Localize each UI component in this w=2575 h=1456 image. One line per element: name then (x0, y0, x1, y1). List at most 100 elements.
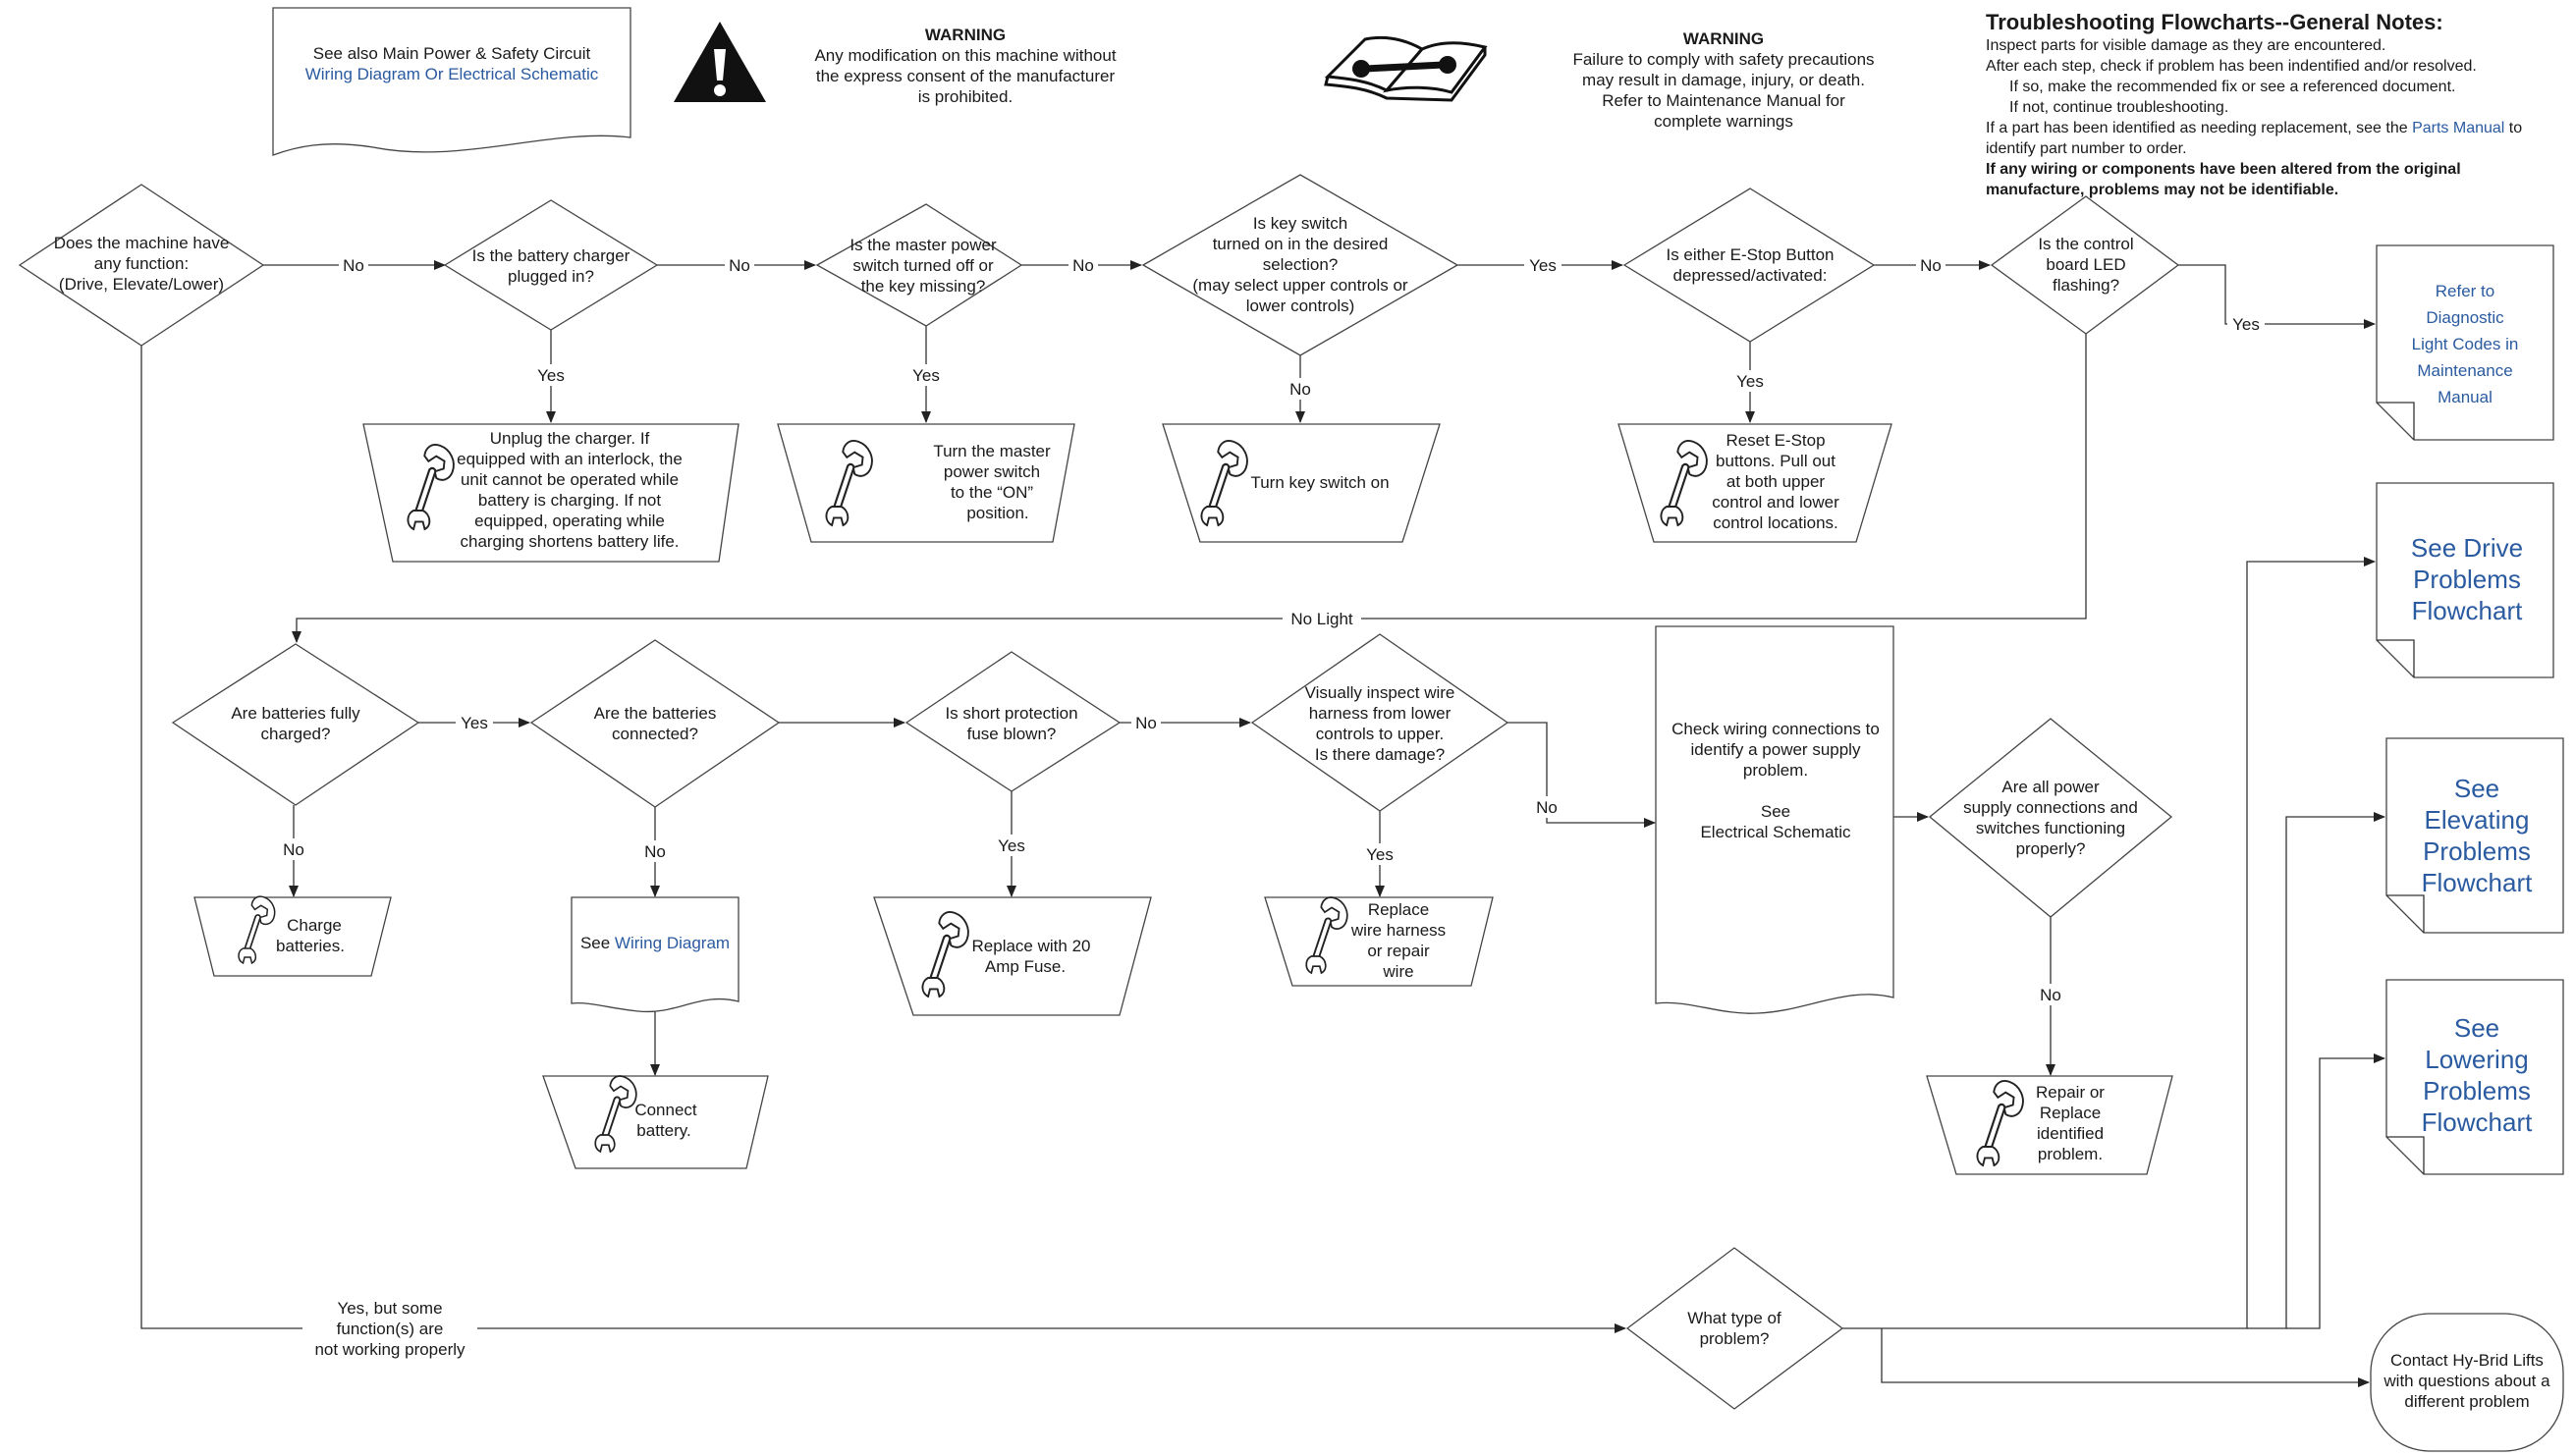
action-a4: Reset E-Stop buttons. Pull out at both u… (1617, 423, 1892, 543)
main-power-note-line1: See also Main Power & Safety Circuit (313, 44, 591, 63)
edge-label-yes-4: Yes (1529, 256, 1557, 275)
drive-problems-reference[interactable]: See Drive Problems Flowchart (2376, 482, 2554, 678)
action-a1: Unplug the charger. If equipped with an … (362, 423, 740, 563)
shape-text-line: Flowchart (2412, 596, 2523, 625)
decision-d6: Is the control board LED flashing? (1990, 195, 2180, 335)
action-a8: Replace wire harness or repair wire (1264, 894, 1494, 987)
lowering-problems-reference[interactable]: See Lowering Problems Flowchart (2385, 979, 2564, 1175)
shape-text-line: battery is charging. If not (478, 491, 661, 510)
shape-text-line: position. (966, 504, 1028, 522)
edge-label-yes-d10: Yes (1366, 845, 1394, 864)
edge-label-yes-d7: Yes (461, 714, 488, 732)
edge-label-no-d8: No (644, 842, 666, 861)
wiring-see-text: See (580, 934, 615, 952)
warning2-line4: complete warnings (1654, 112, 1793, 131)
shape-text-line: switches functioning (1976, 819, 2125, 837)
shape-text-line: unit cannot be operated while (461, 470, 679, 489)
shape-text-line: Problems (2413, 565, 2521, 594)
shape-text-line: wire (1382, 962, 1413, 981)
decision-d10: Visually inspect wire harness from lower… (1250, 633, 1509, 812)
shape-text-line: plugged in? (508, 267, 594, 286)
edge-label-yes-d2: Yes (537, 366, 565, 385)
shape-text-line: Is there damage? (1315, 745, 1445, 764)
note-line3: If so, make the recommended fix or see a… (2009, 79, 2456, 95)
shape-text-line: Lowering (2425, 1045, 2529, 1074)
shape-text-line: See (2454, 774, 2499, 803)
wiring-diagram-link[interactable]: Wiring Diagram (615, 934, 730, 952)
shape-text-line: Is key switch (1253, 214, 1347, 233)
wiring-diagram-document[interactable]: See Wiring Diagram (571, 896, 740, 1013)
shape-text-line: Refer to (2436, 282, 2494, 300)
shape-text-line: What type of (1687, 1309, 1781, 1327)
warning1-line3: is prohibited. (918, 87, 1013, 106)
shape-text-line: Replace (1368, 900, 1429, 919)
edge-label-no-d11: No (2040, 986, 2061, 1004)
action-a6: Connect battery. (542, 1073, 769, 1169)
shape-text-line: Replace (2040, 1104, 2101, 1122)
shape-text-line: to the “ON” (951, 483, 1033, 502)
edge-label-no-light: No Light (1290, 610, 1353, 628)
edge-label-no-1: No (343, 256, 364, 275)
shape-text-line: Are the batteries (594, 704, 717, 723)
parts-manual-link[interactable]: Parts Manual (2412, 120, 2505, 136)
shape-text-line: Unplug the charger. If (490, 429, 650, 448)
main-power-note-link[interactable]: Wiring Diagram Or Electrical Schematic (305, 65, 599, 83)
shape-text-line: Maintenance (2417, 361, 2512, 380)
shape-text-line: Turn the master (933, 442, 1051, 460)
decision-d1: Does the machine have any function: (Dri… (18, 184, 265, 347)
decision-d12: What type of problem? (1625, 1247, 1844, 1410)
decision-d3: Is the master power switch turned off or… (815, 203, 1023, 327)
shape-text-line: Amp Fuse. (985, 957, 1066, 976)
shape-text-line: control and lower (1712, 493, 1839, 512)
shape-text-line: controls to upper. (1316, 725, 1444, 743)
shape-text-line: Manual (2438, 388, 2493, 406)
diagnostic-light-codes-reference[interactable]: Refer to Diagnostic Light Codes in Maint… (2376, 244, 2554, 441)
shape-text-line: Check wiring connections to (1671, 720, 1880, 738)
decision-d4: Is key switch turned on in the desired s… (1141, 174, 1459, 356)
shape-text-line: Turn key switch on (1250, 473, 1389, 492)
shape-text-line: Diagnostic (2426, 308, 2504, 327)
shape-text-line: Problems (2423, 836, 2531, 866)
note-line5: If a part has been identified as needing… (1986, 118, 2560, 159)
main-power-note[interactable]: See also Main Power & Safety Circuit Wir… (272, 7, 631, 156)
warning1-title: WARNING (925, 26, 1006, 44)
elevating-problems-reference[interactable]: See Elevating Problems Flowchart (2385, 737, 2564, 934)
contact-terminal: Contact Hy-Brid Lifts with questions abo… (2370, 1313, 2564, 1452)
note-line5-post: to identify part number to order. (1986, 120, 2523, 157)
shape-text-line: lower controls) (1246, 297, 1355, 315)
shape-text-line: fuse blown? (967, 725, 1057, 743)
shape-text-line: equipped with an interlock, the (457, 450, 683, 468)
shape-text-line: identify a power supply (1691, 740, 1861, 759)
shape-text-line: selection? (1263, 255, 1339, 274)
edge-label-no-d9: No (1135, 714, 1157, 732)
shape-text-line: Light Codes in (2412, 335, 2519, 353)
general-notes-title: Troubleshooting Flowcharts--General Note… (1986, 10, 2443, 34)
edge-label-partial-3: not working properly (314, 1340, 466, 1359)
shape-text-line: Charge (287, 916, 342, 935)
shape-text-line: Connect (634, 1101, 697, 1119)
edge-label-no-5: No (1920, 256, 1942, 275)
shape-text-line: supply connections and (1963, 798, 2138, 817)
edge-label-no-3: No (1072, 256, 1094, 275)
action-a5: Charge batteries. (193, 894, 392, 977)
shape-text-line: (may select upper controls or (1192, 276, 1408, 295)
shape-text-line: flashing? (2053, 276, 2119, 295)
shape-text-line: Replace with 20 (972, 937, 1091, 955)
shape-text-line: equipped, operating while (474, 512, 665, 530)
check-wiring-document[interactable]: Check wiring connections to identify a p… (1655, 625, 1894, 1014)
warning2-title: WARNING (1683, 29, 1764, 48)
shape-text-line: Are all power (2001, 778, 2100, 796)
shape-text-line: Does the machine have (54, 234, 230, 252)
shape-text-line: Repair or (2036, 1083, 2105, 1102)
shape-text-line: See (1761, 802, 1790, 821)
edge-label-no-d4: No (1289, 380, 1311, 399)
shape-text-line: Is the battery charger (472, 246, 630, 265)
decision-d7: Are batteries fully charged? (171, 643, 420, 806)
shape-text-line: or repair (1367, 942, 1430, 960)
shape-text-line: turned on in the desired (1213, 235, 1389, 253)
action-a7: Replace with 20 Amp Fuse. (873, 896, 1152, 1016)
note-line1: Inspect parts for visible damage as they… (1986, 37, 2386, 54)
shape-text-line: charged? (261, 725, 331, 743)
shape-text-line: (Drive, Elevate/Lower) (59, 275, 224, 294)
